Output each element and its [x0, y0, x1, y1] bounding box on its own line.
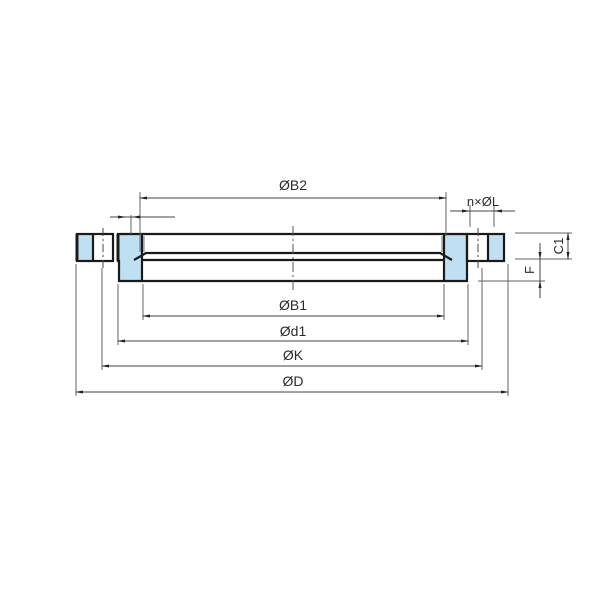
flange-body [75, 226, 506, 290]
label-d: ØD [283, 373, 304, 389]
label-d1: Ød1 [280, 323, 307, 339]
label-b1: ØB1 [279, 297, 307, 313]
label-k: ØK [283, 347, 304, 363]
label-f: F [522, 266, 537, 274]
dimension-lines [75, 196, 570, 394]
label-b2: ØB2 [279, 177, 307, 193]
right-outer-section [488, 234, 504, 261]
label-c1: C1 [551, 238, 566, 255]
right-hub [444, 260, 467, 281]
right-inner-section [444, 234, 467, 261]
left-hub [119, 260, 142, 281]
extension-lines [75, 192, 572, 396]
label-nl: n×ØL [467, 194, 499, 209]
left-outer-section [78, 234, 93, 261]
